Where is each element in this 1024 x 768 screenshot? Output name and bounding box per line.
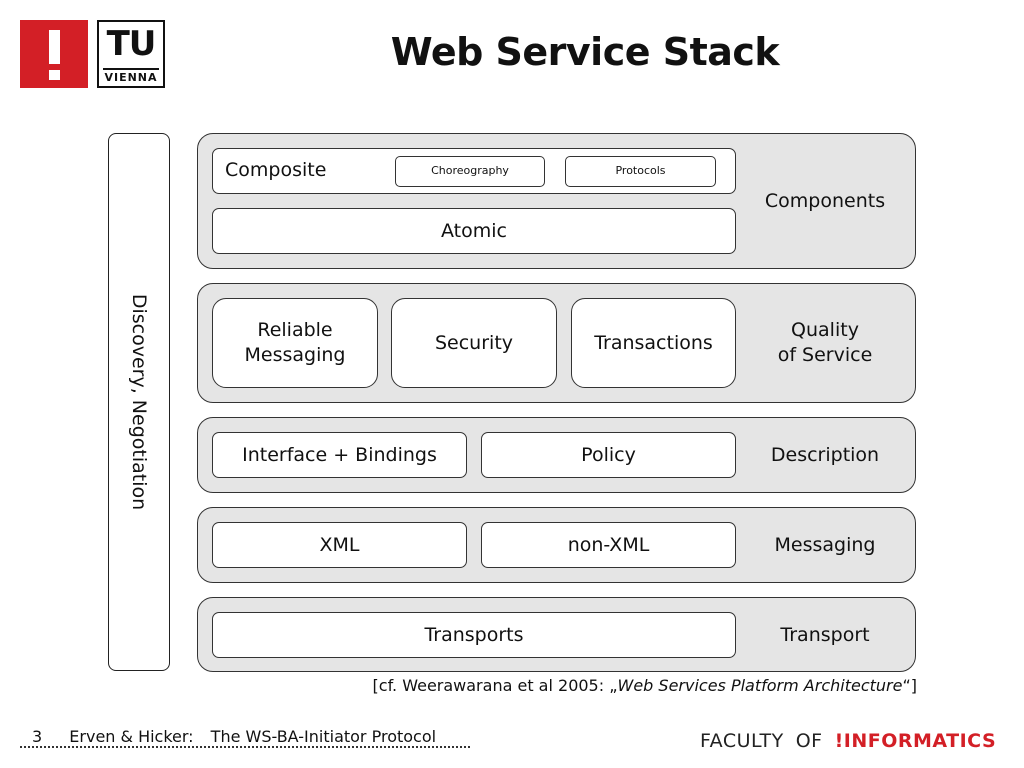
transport-label: Transport xyxy=(780,623,870,646)
page-title: Web Service Stack xyxy=(390,30,780,74)
reliable-messaging-box: Reliable Messaging xyxy=(212,298,378,388)
components-label: Components xyxy=(764,189,886,212)
choreography-box: Choreography xyxy=(395,156,545,187)
transactions-box: Transactions xyxy=(571,298,736,388)
footer-authors: Erven & Hicker: xyxy=(69,727,194,746)
tu-exclamation-logo xyxy=(20,20,88,88)
reliable-messaging-line1: Reliable xyxy=(257,319,333,342)
footer-info: 3 Erven & Hicker: The WS-BA-Initiator Pr… xyxy=(22,727,436,746)
security-box: Security xyxy=(391,298,557,388)
non-xml-box: non-XML xyxy=(481,522,736,568)
citation-prefix: [cf. Weerawarana et al 2005: „ xyxy=(372,676,618,695)
description-label: Description xyxy=(770,443,880,466)
reliable-messaging-line2: Messaging xyxy=(244,344,346,366)
quality-label-line2: of Service xyxy=(777,344,873,366)
atomic-box: Atomic xyxy=(212,208,736,254)
protocols-box: Protocols xyxy=(565,156,716,187)
citation: [cf. Weerawarana et al 2005: „Web Servic… xyxy=(300,676,917,695)
citation-suffix: “] xyxy=(902,676,917,695)
of-text: OF xyxy=(795,730,823,752)
faculty-of-informatics-logo: FACULTY OF !INFORMATICS xyxy=(700,730,996,752)
logo-exclamation-dot xyxy=(49,70,60,80)
footer-dotted-rule xyxy=(20,746,470,748)
logo-divider xyxy=(103,68,159,70)
informatics-text: !INFORMATICS xyxy=(834,730,997,752)
xml-box: XML xyxy=(212,522,467,568)
logo-tu-text: TU xyxy=(106,24,157,64)
discovery-negotiation-label: Discovery, Negotiation xyxy=(128,293,150,511)
messaging-label: Messaging xyxy=(774,533,876,556)
discovery-negotiation-bar: Discovery, Negotiation xyxy=(108,133,170,671)
footer-talk-title: The WS-BA-Initiator Protocol xyxy=(210,727,437,746)
quality-label-line1: Quality xyxy=(791,319,859,342)
composite-label: Composite xyxy=(225,159,327,181)
quality-of-service-label: Quality of Service xyxy=(745,298,905,388)
logo-vienna-text: VIENNA xyxy=(104,71,158,84)
transports-box: Transports xyxy=(212,612,736,658)
page-number: 3 xyxy=(32,727,43,746)
interface-bindings-box: Interface + Bindings xyxy=(212,432,467,478)
logo-exclamation-bar xyxy=(49,30,60,64)
faculty-text: FACULTY xyxy=(700,730,784,752)
tu-vienna-logo: TU VIENNA xyxy=(97,20,165,88)
citation-title: Web Services Platform Architecture xyxy=(617,676,903,695)
policy-box: Policy xyxy=(481,432,736,478)
